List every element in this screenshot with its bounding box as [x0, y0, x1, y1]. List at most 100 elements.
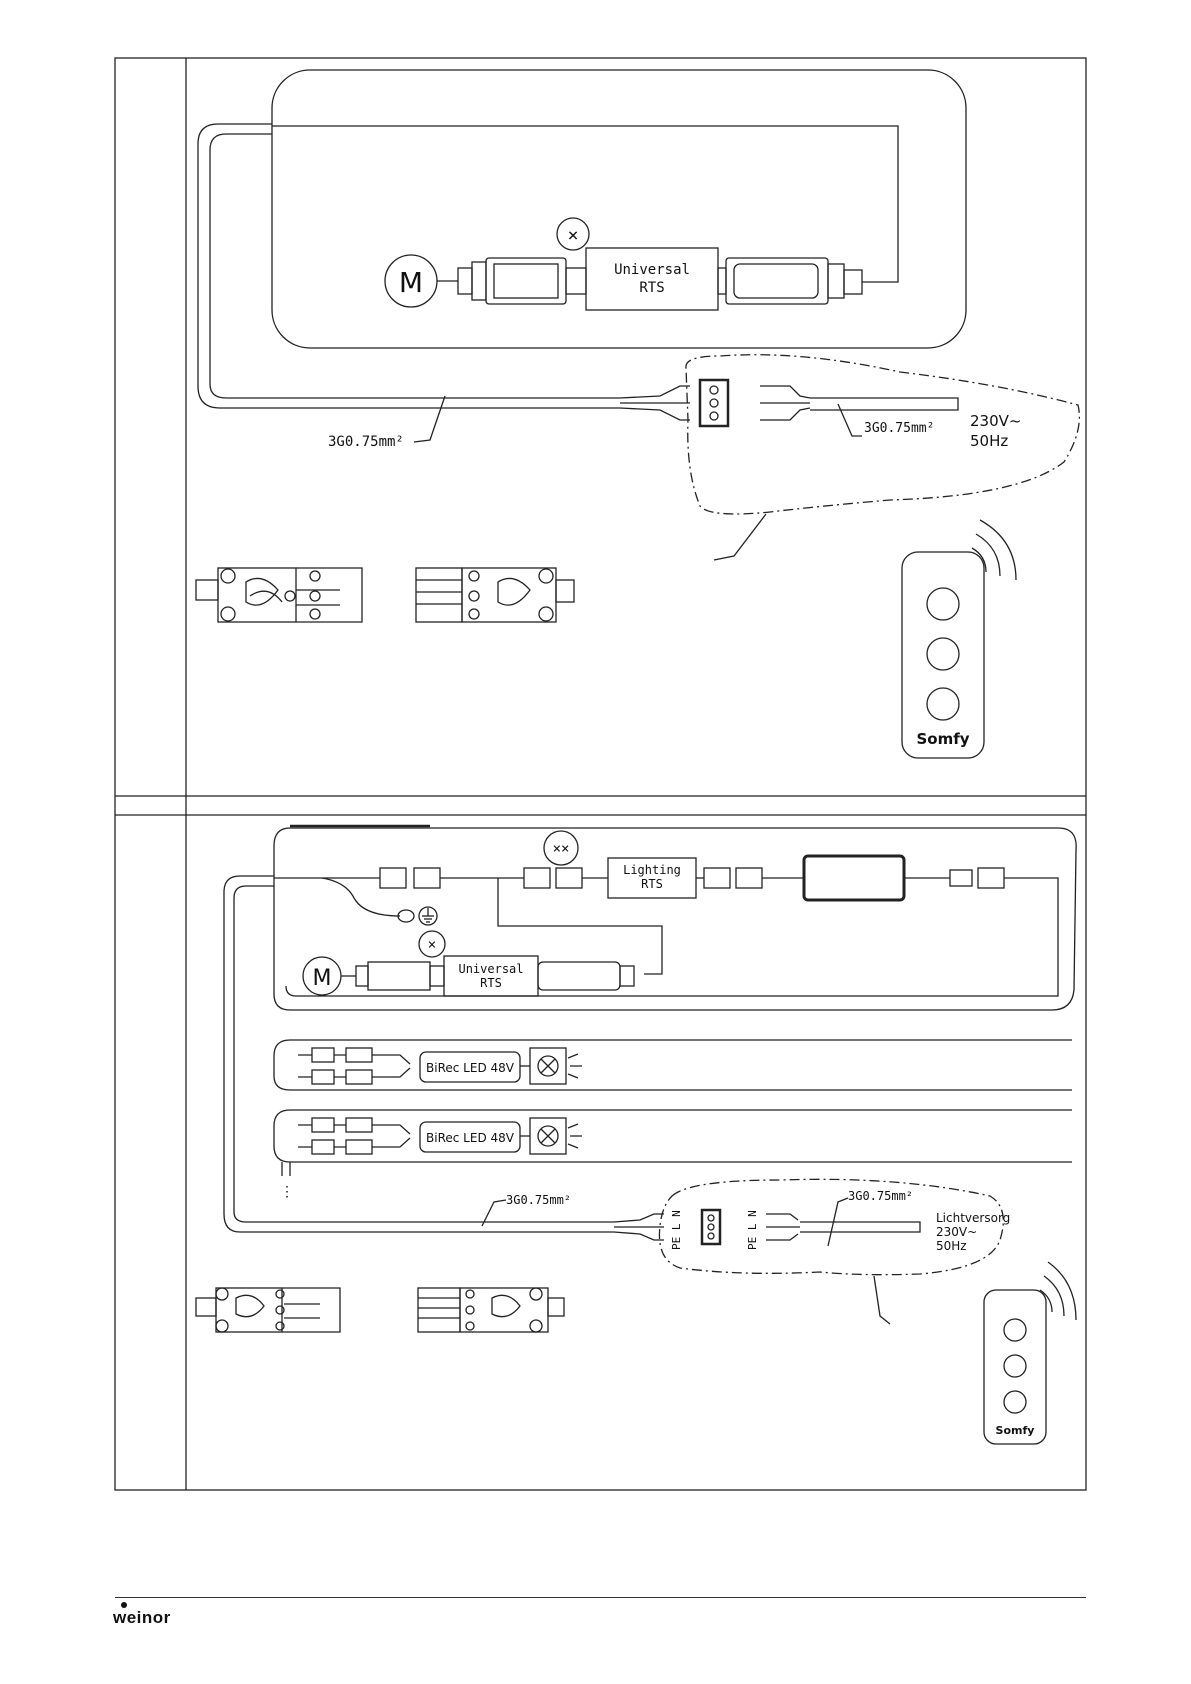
top-receiver-label-1: Universal — [614, 262, 690, 278]
top-terminal-block — [700, 380, 728, 426]
top-right-connector-inner — [734, 264, 818, 298]
top-receiver-label-2: RTS — [639, 280, 664, 296]
bottom-continuation-wires — [282, 1162, 290, 1176]
bottom-motor-label: M — [313, 966, 332, 991]
footer-divider — [115, 1597, 1086, 1598]
bottom-wiring-diagram — [196, 826, 1076, 1444]
top-universal-rts-box — [586, 248, 718, 310]
bottom-connector-3b — [736, 868, 762, 888]
bottom-connector-3a — [704, 868, 730, 888]
bottom-cloud-leader — [874, 1276, 890, 1324]
bottom-remote-button-stop — [1004, 1355, 1026, 1377]
bottom-terminal-pin-1 — [708, 1215, 714, 1221]
top-supply-voltage: 230V~ — [970, 412, 1021, 430]
top-left-connector-inner — [494, 264, 558, 298]
bottom-lighting-label-2: RTS — [641, 877, 663, 891]
top-remote-button-stop — [927, 638, 959, 670]
bottom-continuation-dots: ⋮ — [280, 1184, 294, 1200]
top-supply-fan-3 — [760, 408, 810, 420]
bottom-cable-left-label: 3G0.75mm² — [506, 1193, 571, 1207]
top-supply-cable — [810, 398, 958, 410]
bottom-receiver-label-1: Universal — [458, 962, 523, 976]
bottom-lighting-label-1: Lighting — [623, 863, 681, 877]
top-supply-fan-1 — [760, 386, 810, 398]
bottom-supply-cable — [800, 1222, 920, 1232]
bottom-terminal-pin-2 — [708, 1224, 714, 1230]
bottom-connector-4a — [950, 870, 972, 886]
outer-frame — [115, 58, 1086, 1490]
top-left-connector-tip — [566, 268, 586, 294]
bottom-cable-inner — [234, 886, 614, 1222]
top-cable-right-label: 3G0.75mm² — [864, 421, 934, 436]
bottom-left-terminal-detail — [196, 1288, 340, 1332]
top-cable-left-leader — [414, 396, 445, 442]
bottom-supply-heading: Lichtversorg — [936, 1211, 1010, 1225]
top-left-plug-ring — [472, 262, 486, 300]
top-cable-left-label: 3G0.75mm² — [328, 434, 404, 450]
bottom-remote-button-down — [1004, 1391, 1026, 1413]
top-left-terminal-detail — [196, 568, 362, 622]
bottom-connector-2a — [524, 868, 550, 888]
bottom-led-channel-2-end — [274, 1110, 290, 1162]
bottom-connector-2b — [556, 868, 582, 888]
bottom-connector-4b — [978, 868, 1004, 888]
top-left-connector — [486, 258, 566, 304]
bottom-led-driver-2-label: BiRec LED 48V — [426, 1131, 515, 1145]
top-remote-button-down — [927, 688, 959, 720]
top-right-plug-stub — [718, 268, 726, 294]
top-remote-button-up — [927, 588, 959, 620]
bottom-marker-symbol: × — [428, 937, 436, 953]
bottom-receiver-label-2: RTS — [480, 976, 502, 990]
bottom-connector-1b — [414, 868, 440, 888]
bottom-led-driver-1-label: BiRec LED 48V — [426, 1061, 515, 1075]
top-housing-outline — [272, 70, 966, 348]
bottom-connector-1a — [380, 868, 406, 888]
bottom-earth-ring — [398, 910, 414, 922]
top-left-plug-end — [458, 268, 472, 294]
bottom-supply-frequency: 50Hz — [936, 1239, 967, 1253]
bottom-right-connector — [538, 962, 620, 990]
top-remote-brand: Somfy — [916, 730, 969, 748]
top-remote-control — [902, 552, 984, 758]
bottom-left-connector-tip — [430, 966, 444, 986]
top-motor-label: M — [399, 266, 423, 299]
bottom-fan-wire-1 — [614, 1214, 664, 1222]
bottom-terminal-pin-3 — [708, 1233, 714, 1239]
top-supply-frequency: 50Hz — [970, 432, 1008, 450]
bottom-terminal-right-label: PE L N — [746, 1210, 759, 1250]
top-right-plug-end — [844, 270, 862, 294]
bottom-cable-right-label: 3G0.75mm² — [848, 1189, 913, 1203]
top-terminal-pin-3 — [710, 412, 718, 420]
bottom-remote-button-up — [1004, 1319, 1026, 1341]
top-right-connector — [726, 258, 828, 304]
bottom-right-plug-end — [620, 966, 634, 986]
top-remote-signal-icon — [972, 520, 1016, 580]
footer-logo: weinor — [113, 1608, 171, 1628]
bottom-housing-return-wire — [286, 878, 1058, 996]
top-wiring-diagram — [196, 70, 1079, 758]
bottom-supply-voltage: 230V~ — [936, 1225, 977, 1239]
top-fan-wire-3 — [620, 408, 690, 420]
top-right-terminal-detail — [416, 568, 574, 622]
bottom-remote-control — [984, 1290, 1046, 1444]
bottom-fan-wire-3 — [614, 1232, 664, 1240]
bottom-cable-outer — [224, 876, 614, 1232]
top-right-plug-ring — [828, 264, 844, 298]
bottom-left-connector — [368, 962, 430, 990]
bottom-supply-fan — [766, 1214, 800, 1240]
bottom-double-marker-symbol: ×× — [553, 841, 570, 857]
bottom-right-terminal-detail — [418, 1288, 564, 1332]
top-terminal-pin-1 — [710, 386, 718, 394]
bottom-housing-outline — [274, 828, 1076, 1010]
bottom-left-plug-end — [356, 966, 368, 986]
bottom-led-channel-1-end — [274, 1040, 290, 1090]
top-cable-right-leader — [838, 404, 862, 436]
top-fan-wire-1 — [620, 386, 690, 398]
bottom-led-power-supply — [804, 856, 904, 900]
bottom-led-channel-1 — [290, 1040, 1072, 1090]
bottom-remote-brand: Somfy — [996, 1424, 1035, 1437]
bottom-terminal-left-label: PE L N — [670, 1210, 683, 1250]
top-marker-symbol: × — [568, 225, 579, 246]
bottom-receiver-feed — [498, 878, 662, 974]
